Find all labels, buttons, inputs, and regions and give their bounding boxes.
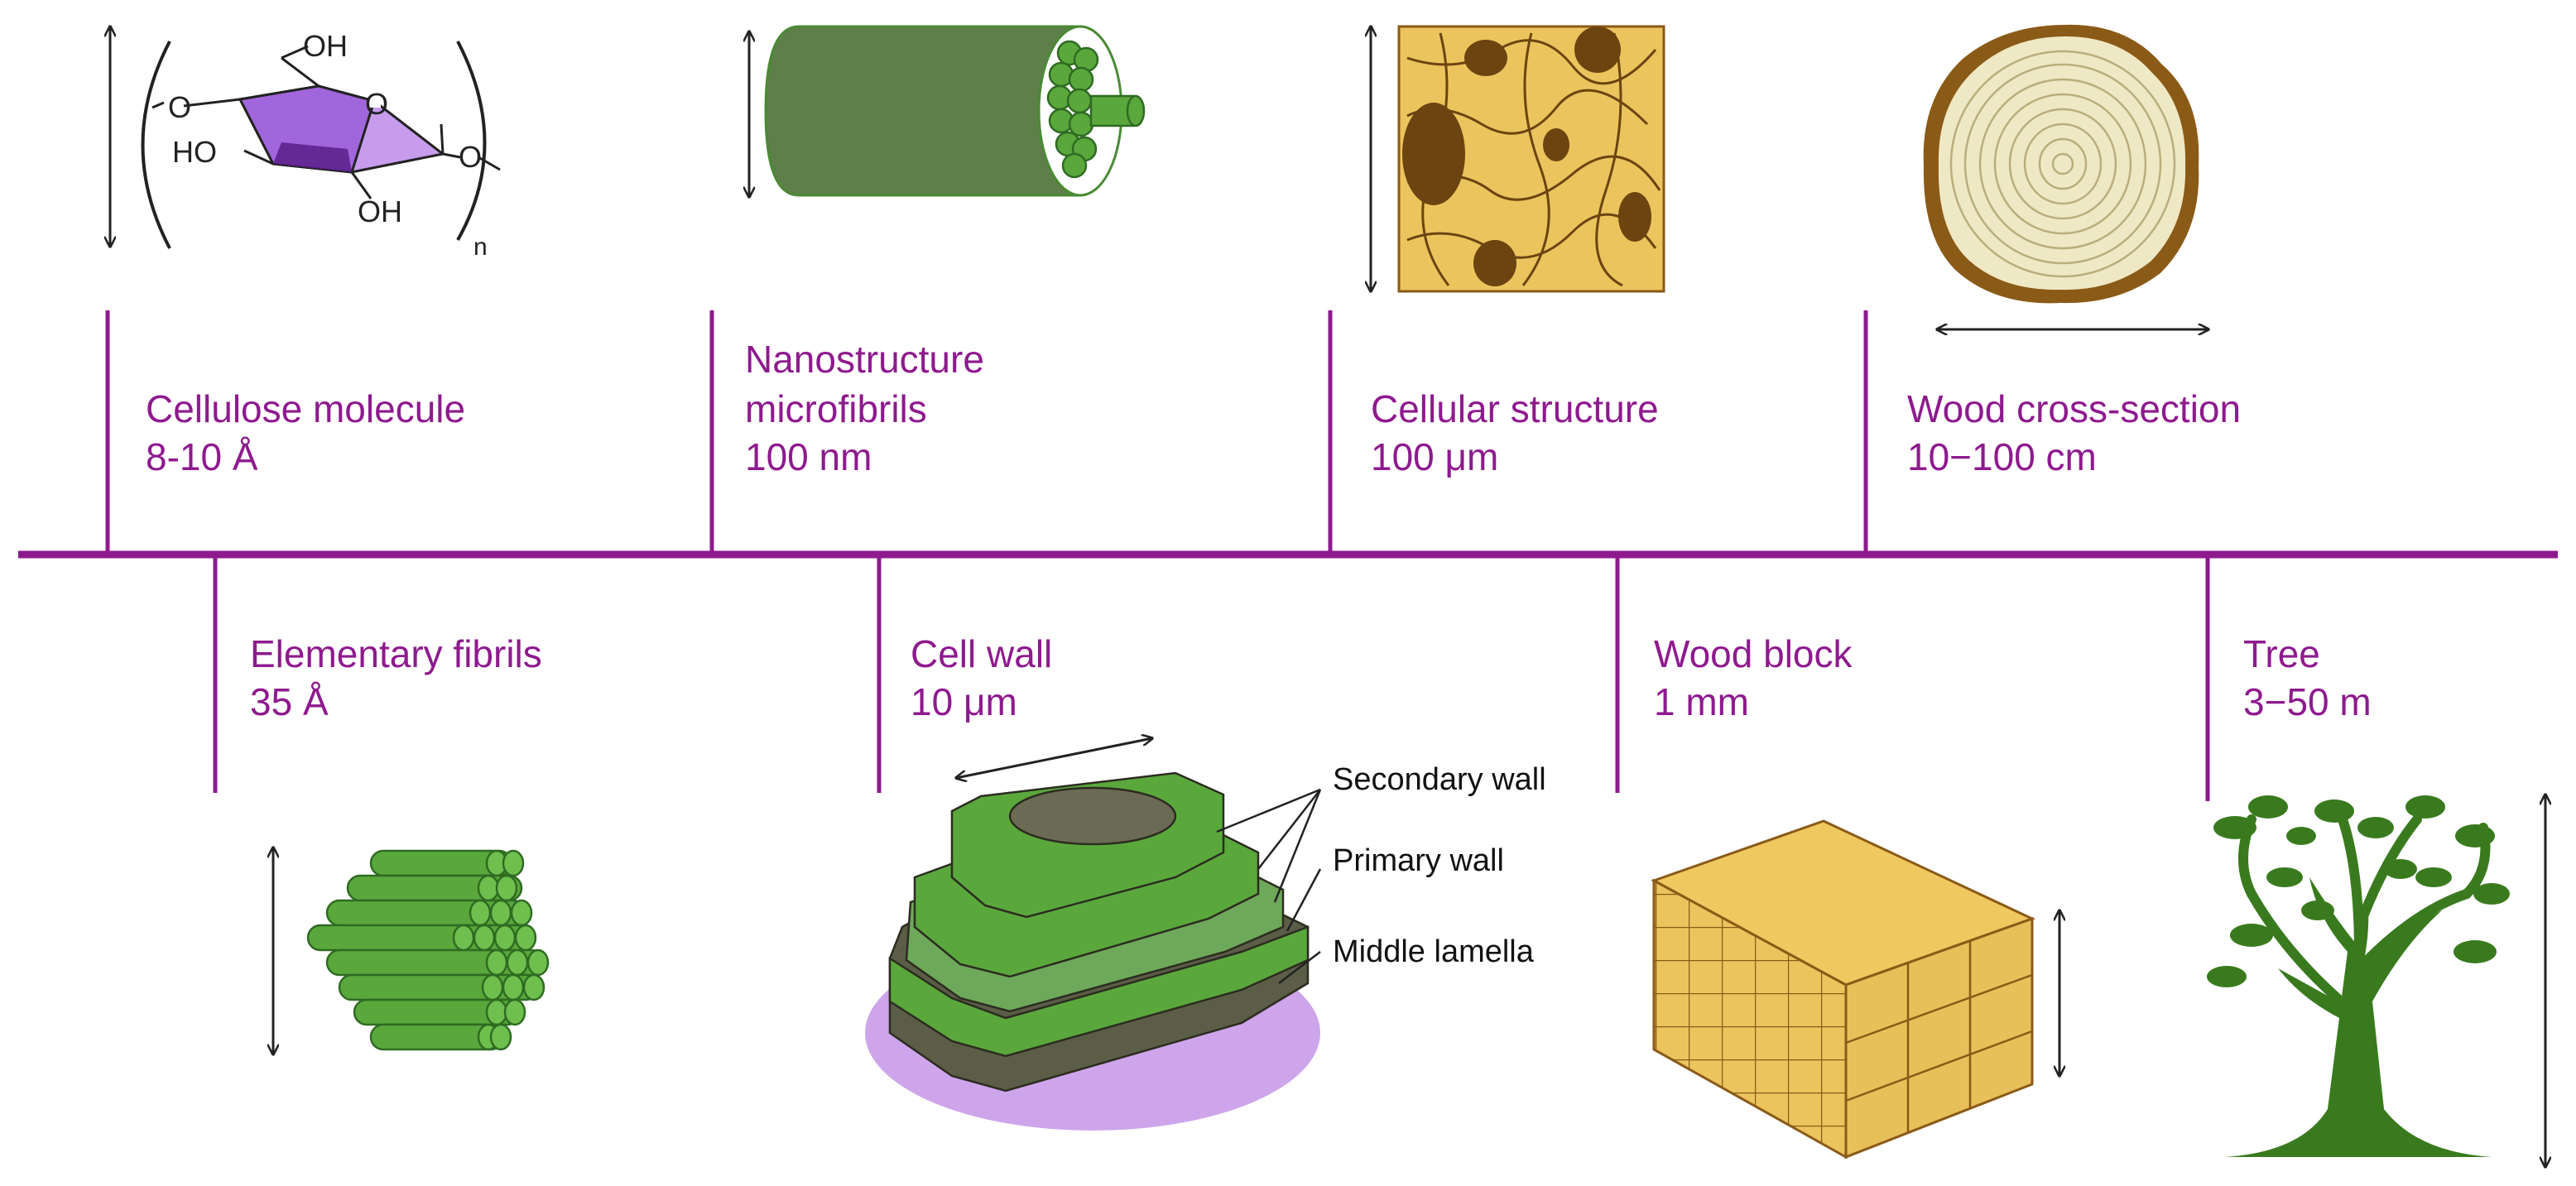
label-cellular-size: 100 μm — [1371, 435, 1498, 478]
label-primary-wall: Primary wall — [1333, 843, 1504, 878]
label-wood-block-size: 1 mm — [1654, 680, 1749, 723]
label-elementary-title: Elementary fibrils — [250, 632, 542, 675]
chem-oh-bottom: OH — [358, 194, 402, 228]
label-cross-section-size: 10−100 cm — [1907, 435, 2097, 478]
cell-wall-scale-arrow — [956, 738, 1152, 778]
chem-o-right: O — [459, 140, 482, 174]
elementary-fibrils-illustration — [273, 847, 550, 1054]
label-tree-size: 3−50 m — [2243, 680, 2372, 723]
chem-o-ring: O — [365, 87, 388, 121]
label-tree-title: Tree — [2243, 632, 2320, 675]
label-middle-lamella: Middle lamella — [1333, 934, 1535, 969]
tree-illustration — [2207, 795, 2545, 1167]
chem-subscript-n: n — [473, 233, 488, 261]
left-bracket — [141, 41, 171, 249]
cell-wall-illustration: Secondary wall Primary wall Middle lamel… — [865, 738, 1546, 1131]
label-elementary-size: 35 Å — [250, 680, 329, 723]
label-wood-block-title: Wood block — [1654, 632, 1853, 675]
chem-ho-left: HO — [172, 135, 217, 169]
label-nanostructure-title-1: Nanostructure — [745, 338, 984, 381]
label-cellulose-size: 8-10 Å — [146, 435, 258, 478]
right-bracket — [456, 41, 487, 241]
timeline-ticks — [105, 310, 2210, 801]
label-cell-wall-title: Cell wall — [911, 632, 1052, 675]
label-cellular-title: Cellular structure — [1371, 387, 1659, 430]
label-nanostructure-title-2: microfibrils — [745, 387, 927, 430]
wood-block-illustration — [1651, 819, 2059, 1160]
microfibril-illustration — [749, 25, 1146, 197]
label-cross-section-title: Wood cross-section — [1907, 387, 2241, 430]
cellular-structure-illustration — [1371, 25, 1665, 293]
label-cellulose-title: Cellulose molecule — [146, 387, 465, 430]
label-secondary-wall: Secondary wall — [1333, 762, 1546, 797]
chem-o-left: O — [168, 90, 191, 124]
chem-oh-top: OH — [303, 29, 348, 63]
label-cell-wall-size: 10 μm — [911, 680, 1017, 723]
wood-cross-section-illustration — [1923, 24, 2208, 329]
label-nanostructure-size: 100 nm — [745, 435, 872, 478]
cellulose-molecule-illustration: OH O O HO OH O n — [110, 26, 501, 261]
